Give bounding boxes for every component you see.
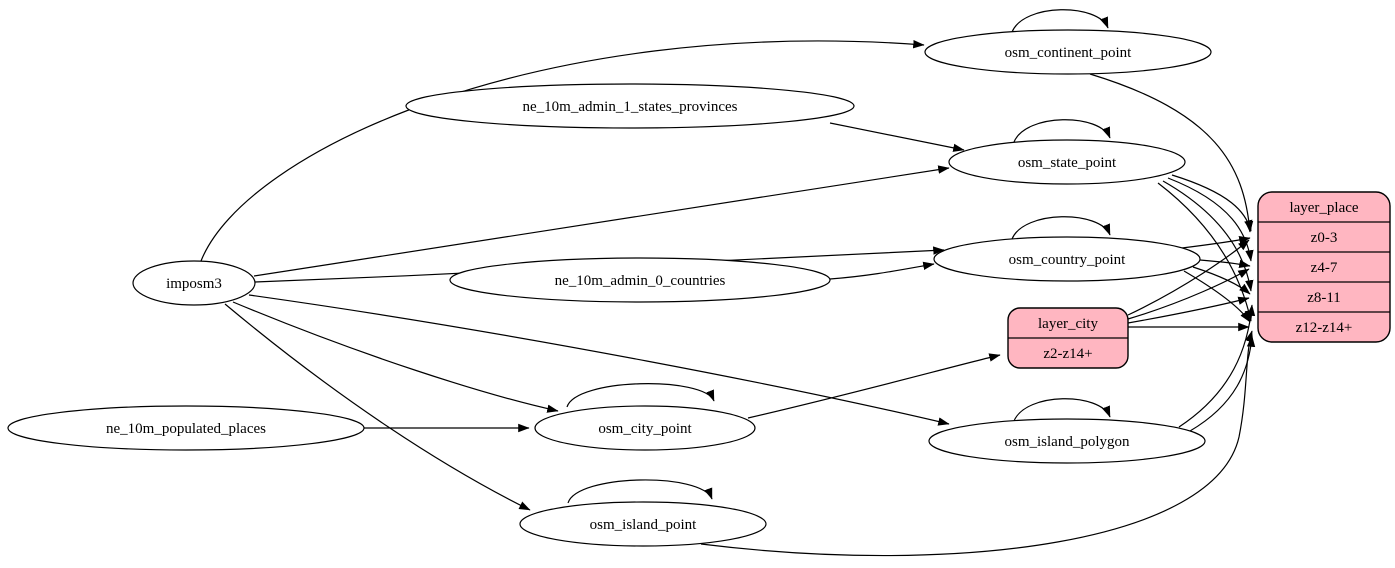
node-osm-island-point: osm_island_point [519,501,767,547]
selfloop-osm-continent-point [1011,9,1109,33]
node-imposm3: imposm3 [132,260,256,306]
edge-imposm3-osm-city-point [232,301,559,413]
edge-layer-city-z0-3 [1127,239,1250,316]
edge-island-point-z12-z14 [700,330,1254,557]
edge-country-z0-3 [1181,235,1251,249]
layer-place-row-z12-z14: z12-z14+ [1296,320,1353,336]
edge-layer-city-z4-7 [1127,268,1250,320]
layer-city-row-z2-z14: z2-z14+ [1043,346,1092,362]
osm-continent-point-shape [924,29,1212,75]
imposm3-shape [132,260,256,306]
layer-place-row-z0-3: z0-3 [1311,230,1338,246]
edge-imposm3-osm-island-point [224,303,531,511]
osm-state-point-shape [948,139,1186,185]
layer-place-row-z4-7: z4-7 [1311,260,1338,276]
ne-countries-label: ne_10m_admin_0_countries [555,273,726,289]
node-ne-10m-populated-places: ne_10m_populated_places [7,405,365,451]
edge-continent-z0-3 [1089,73,1254,233]
node-osm-island-polygon: osm_island_polygon [928,418,1206,464]
edge-imposm3-osm-state-point [253,165,950,277]
selfloop-osm-state-point [1013,119,1111,143]
osm-state-point-label: osm_state_point [1018,155,1117,171]
ne-countries-shape [449,257,831,303]
record-layer-city: layer_city z2-z14+ [1007,307,1129,369]
selfloop-osm-island-polygon [1013,398,1111,422]
edge-city-layer-city [747,353,1001,419]
osm-island-point-label: osm_island_point [590,517,698,533]
selfloop-osm-country-point [1011,216,1111,240]
edge-country-z4-7 [1199,259,1251,269]
osm-island-polygon-shape [928,418,1206,464]
selfloop-osm-city-point [566,383,715,408]
osm-country-point-shape [933,236,1201,282]
layer-place-row-z8-11: z8-11 [1307,290,1341,306]
edge-state-z8-11 [1162,180,1254,292]
edge-ne-countries-osm-country-point [829,261,935,280]
layer-place-box [1257,191,1391,343]
edges-layer [200,9,1256,557]
osm-island-polygon-label: osm_island_polygon [1004,434,1130,450]
ne-states-label: ne_10m_admin_1_states_provinces [523,99,738,115]
node-osm-state-point: osm_state_point [948,139,1186,185]
ne-populated-shape [7,405,365,451]
node-ne-10m-admin-1-states-provinces: ne_10m_admin_1_states_provinces [405,83,855,129]
osm-country-point-label: osm_country_point [1009,252,1126,268]
edge-island-polygon-z12-z14 [1189,335,1256,432]
edge-imposm3-osm-island-polygon [248,294,950,426]
edge-ne-states-osm-state-point [829,122,965,152]
edge-state-z0-3 [1171,174,1253,232]
imposm3-label: imposm3 [166,276,222,292]
osm-city-point-label: osm_city_point [598,421,692,437]
layer-place-title: layer_place [1289,200,1358,216]
osm-island-point-shape [519,501,767,547]
node-ne-10m-admin-0-countries: ne_10m_admin_0_countries [449,257,831,303]
edge-layer-city-z8-11 [1127,296,1250,324]
ne-populated-label: ne_10m_populated_places [106,421,266,437]
node-osm-city-point: osm_city_point [534,405,756,451]
node-osm-continent-point: osm_continent_point [924,29,1212,75]
node-osm-country-point: osm_country_point [933,236,1201,282]
osm-city-point-shape [534,405,756,451]
edge-island-polygon-z8-11 [1178,304,1256,428]
record-layer-place: layer_place z0-3 z4-7 z8-11 z12-z14+ [1257,191,1391,343]
selfloop-osm-island-point [567,479,713,504]
layer-city-title: layer_city [1038,316,1098,332]
osm-continent-point-label: osm_continent_point [1005,45,1132,61]
edge-country-z8-11 [1192,266,1251,295]
ne-states-shape [405,83,855,129]
edge-state-z4-7 [1167,177,1254,262]
